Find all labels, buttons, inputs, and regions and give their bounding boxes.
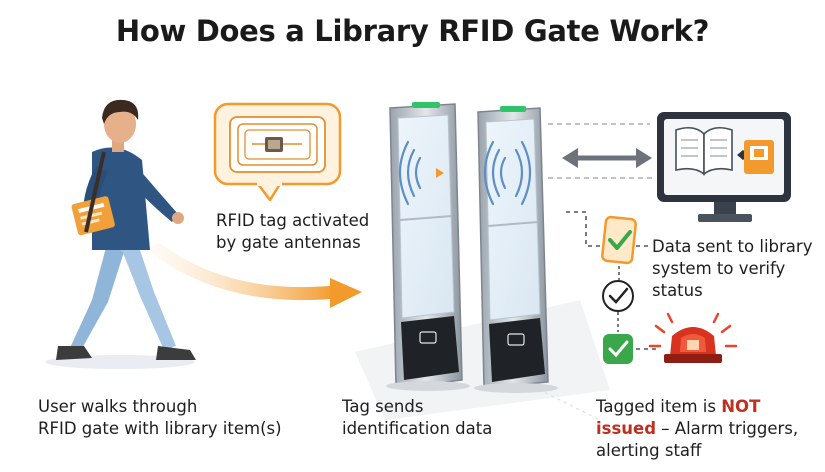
double-arrow-icon — [562, 148, 652, 168]
step-system-caption: Data sent to library system to verify st… — [652, 237, 813, 300]
tag-check-card — [601, 215, 637, 265]
step-tag-caption: RFID tag activated by gate antennas — [216, 211, 370, 252]
gate-panel-left — [386, 102, 470, 391]
flow-arrow — [151, 243, 362, 308]
person-walking-icon — [56, 99, 196, 360]
checkmark-icon-green — [603, 334, 633, 364]
gate-panel-right — [474, 106, 558, 393]
not-emphasis: NOT — [721, 397, 761, 416]
page-title: How Does a Library RFID Gate Work? — [115, 14, 710, 48]
step-alarm-caption: Tagged item is NOT issued – Alarm trigge… — [596, 397, 799, 460]
rfid-tag-icon — [213, 102, 342, 202]
issued-emphasis: issued — [596, 419, 657, 438]
checkmark-icon — [602, 280, 634, 312]
step-walk-caption: User walks through RFID gate with librar… — [38, 397, 282, 438]
step-send-caption: Tag sends identification data — [342, 397, 493, 438]
book-icon — [675, 126, 733, 176]
alarm-light-icon — [648, 312, 738, 363]
computer-monitor-icon — [657, 112, 791, 222]
